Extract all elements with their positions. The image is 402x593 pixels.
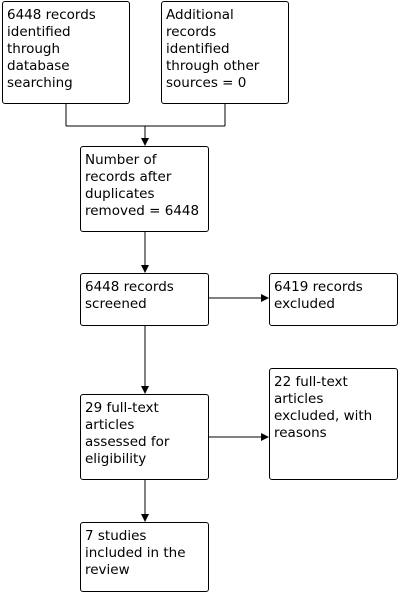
fulltext-excluded-box: 22 full-text articles excluded, with rea… [269,368,398,480]
fulltext-assessed-box: 29 full-text articles assessed for eligi… [80,394,209,480]
records-after-duplicates-box: Number of records after duplicates remov… [80,146,209,232]
studies-included-box: 7 studies included in the review [80,522,209,592]
records-screened-box: 6448 records screened [80,273,209,326]
records-identified-other-sources-box: Additional records identified through ot… [161,1,289,104]
records-identified-database-box: 6448 records identified through database… [2,1,130,104]
records-excluded-box: 6419 records excluded [269,273,398,326]
